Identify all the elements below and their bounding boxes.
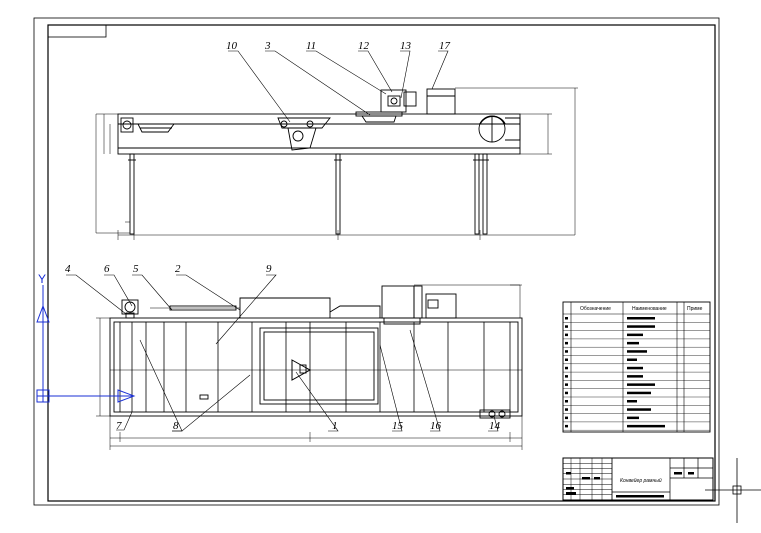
spec-table <box>562 301 711 433</box>
spec-row-name <box>627 350 647 353</box>
title-block-grid <box>562 458 694 500</box>
callout-13: 13 <box>400 40 412 52</box>
callout-2: 2 <box>175 263 181 275</box>
title-block-mark <box>582 477 590 480</box>
title-block-mark <box>566 487 574 490</box>
spec-header-designation: Обозначение <box>580 306 611 312</box>
callout-9: 9 <box>266 263 272 275</box>
spec-row-name <box>627 424 665 428</box>
spec-row-name <box>627 333 643 337</box>
title-block-mark <box>566 492 576 495</box>
callout-8: 8 <box>173 420 179 432</box>
spec-row-pos <box>565 416 568 420</box>
spec-row-pos <box>565 424 568 428</box>
callout-3: 3 <box>264 40 271 52</box>
spec-row-name <box>627 391 651 395</box>
spec-row-name <box>627 375 643 378</box>
plan-view <box>96 284 523 450</box>
callout-11: 11 <box>306 40 316 52</box>
callout-17: 17 <box>439 40 451 52</box>
spec-header-note: Приме <box>687 306 703 312</box>
title-block-mark <box>674 472 682 475</box>
spec-row-name <box>627 358 637 361</box>
sheet-frame <box>33 17 720 506</box>
crosshair-cursor-icon <box>705 458 761 523</box>
spec-row-name <box>627 317 655 320</box>
spec-row-pos <box>565 366 568 370</box>
spec-row-pos <box>565 350 568 353</box>
title-block-mark <box>566 472 571 475</box>
callout-6: 6 <box>104 263 110 275</box>
spec-row-name <box>627 408 651 411</box>
spec-row-pos <box>565 325 568 328</box>
title-block-mark <box>616 495 664 498</box>
callout-7: 7 <box>116 420 122 432</box>
spec-header-name: Наименование <box>632 306 667 312</box>
ucs-y-label: Y <box>38 272 46 286</box>
elevation-view <box>95 87 578 240</box>
callout-14: 14 <box>489 420 501 432</box>
callout-10: 10 <box>226 40 238 52</box>
spec-row-name <box>627 383 655 386</box>
leaders-plan <box>66 274 499 432</box>
spec-row-name <box>627 325 655 328</box>
callout-12: 12 <box>358 40 370 52</box>
callout-5: 5 <box>133 263 139 275</box>
spec-row-name <box>627 341 639 345</box>
callout-4: 4 <box>65 263 71 275</box>
spec-row-pos <box>565 375 568 378</box>
spec-row-pos <box>565 333 568 337</box>
spec-row-name <box>627 400 637 403</box>
spec-row-name <box>627 416 639 420</box>
spec-row-pos <box>565 383 568 386</box>
spec-row-pos <box>565 400 568 403</box>
spec-row-name <box>627 366 643 370</box>
callout-16: 16 <box>430 420 442 432</box>
ucs-icon <box>36 285 136 403</box>
callout-1: 1 <box>332 420 338 432</box>
spec-row-pos <box>565 391 568 395</box>
spec-row-pos <box>565 358 568 361</box>
spec-row-pos <box>565 317 568 320</box>
title-block-mark <box>688 472 694 475</box>
spec-row-pos <box>565 341 568 345</box>
callout-labels: 10 3 11 12 13 17 4 6 5 2 9 7 8 1 15 16 1… <box>65 40 501 432</box>
title-block-mark <box>594 477 600 480</box>
spec-row-pos <box>565 408 568 411</box>
callout-15: 15 <box>392 420 404 432</box>
leaders-top <box>228 50 449 123</box>
spec-rows <box>563 317 710 431</box>
title-block-name: Конвейер рамный <box>620 477 662 484</box>
spec-table-headers: Обозначение Наименование Приме <box>580 306 703 312</box>
